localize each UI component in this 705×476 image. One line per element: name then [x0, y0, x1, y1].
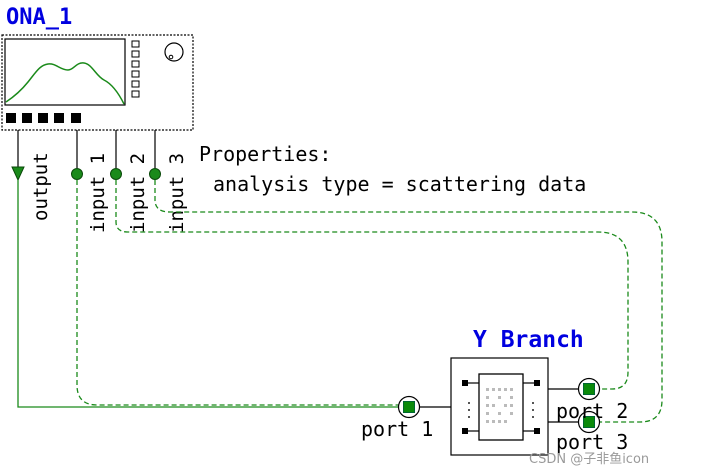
- input-1-port-icon[interactable]: [71, 168, 83, 180]
- port-2-label: port 2: [556, 399, 628, 423]
- ona-block[interactable]: [1, 34, 194, 131]
- ona-trace: [5, 62, 125, 105]
- ybranch-chip-icon: [478, 373, 524, 441]
- ona-port-label-input-3: input 3: [166, 153, 188, 233]
- ona-port-label-input-2: input 2: [127, 153, 149, 233]
- port-3-icon[interactable]: [577, 410, 601, 434]
- input-3-port-icon[interactable]: [149, 168, 161, 180]
- knob-icon: [164, 42, 184, 62]
- port-3-label: port 3: [556, 430, 628, 454]
- ona-title: ONA_1: [6, 5, 72, 30]
- wire-output-to-port1[interactable]: [17, 180, 400, 408]
- ybranch-block[interactable]: [450, 357, 549, 456]
- port-1-label: port 1: [361, 417, 433, 441]
- port-2-icon[interactable]: [577, 377, 601, 401]
- ona-keys: [6, 113, 81, 123]
- ona-screen: [4, 38, 126, 106]
- ona-port-label-output: output: [30, 152, 52, 221]
- output-port-icon[interactable]: [11, 166, 25, 182]
- properties-heading: Properties:: [199, 142, 331, 166]
- watermark: CSDN @子非鱼icon: [529, 451, 649, 467]
- properties-line: analysis type = scattering data: [213, 172, 586, 196]
- ybranch-chip-pattern: [486, 388, 513, 423]
- wire-input3-to-port3[interactable]: [154, 180, 663, 423]
- ybranch-title: Y Branch: [473, 327, 584, 353]
- wire-input2-to-port2[interactable]: [115, 180, 629, 390]
- port-1-icon[interactable]: [397, 395, 421, 419]
- ona-control-buttons: [131, 40, 140, 98]
- wire-input1-to-port1[interactable]: [76, 180, 400, 406]
- ona-port-label-input-1: input 1: [87, 153, 109, 233]
- input-2-port-icon[interactable]: [110, 168, 122, 180]
